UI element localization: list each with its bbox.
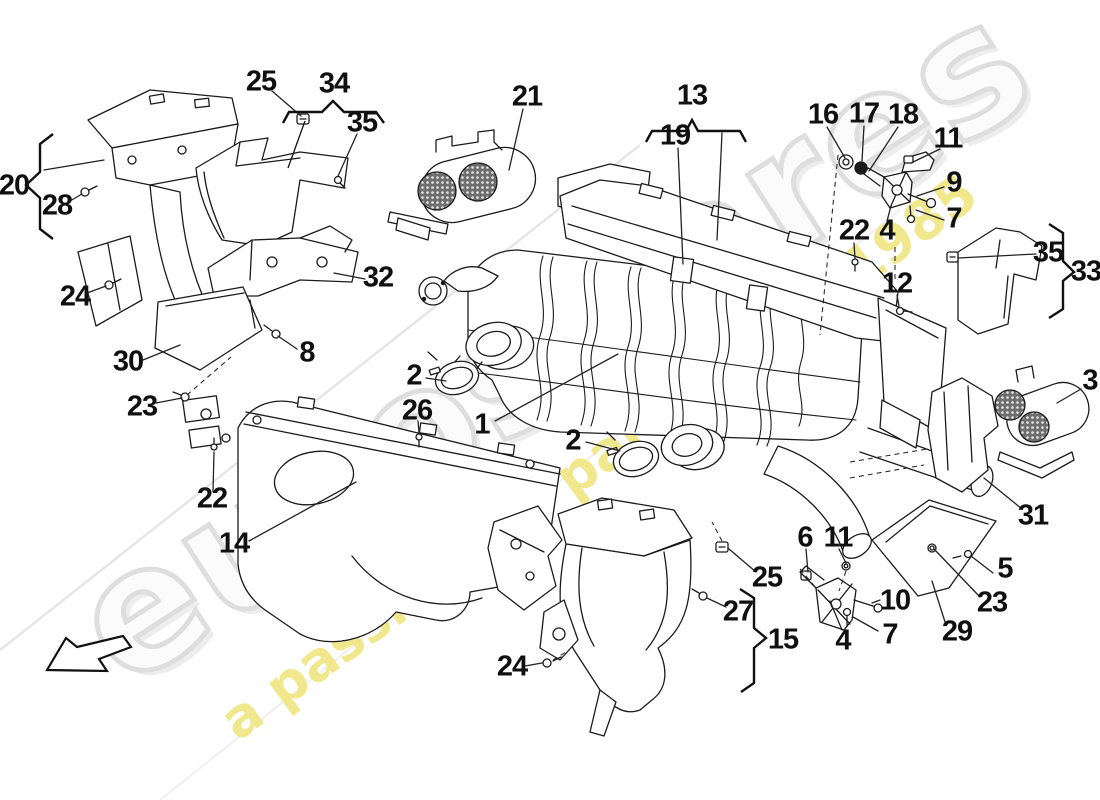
part-15-heat-shield: [539, 497, 693, 737]
part-32-bracket: [207, 225, 359, 297]
part-2-clamp-right: [606, 431, 660, 478]
mount-hardware-top: [838, 151, 937, 224]
part-31-bracket: [927, 377, 999, 493]
assembly-dashed-lines: [186, 154, 928, 661]
part-3-tailpipe: [994, 365, 1090, 479]
direction-arrow-icon: [45, 634, 133, 673]
part-34-heat-shield: [195, 137, 349, 247]
part-30-shield: [154, 286, 263, 371]
callout-group-brackets: [24, 99, 1076, 693]
mount-hardware-bottom: [799, 561, 883, 631]
part-2-clamp-left: [427, 351, 480, 396]
part-13-rear-frame: [557, 163, 947, 449]
part-14-heat-shield: [181, 395, 563, 643]
part-21-silencer: [387, 129, 537, 241]
callout-leader-lines: [43, 90, 1082, 667]
part-29-plate: [871, 499, 997, 597]
fasteners: [80, 113, 973, 668]
part-33-shield: [957, 227, 1043, 335]
